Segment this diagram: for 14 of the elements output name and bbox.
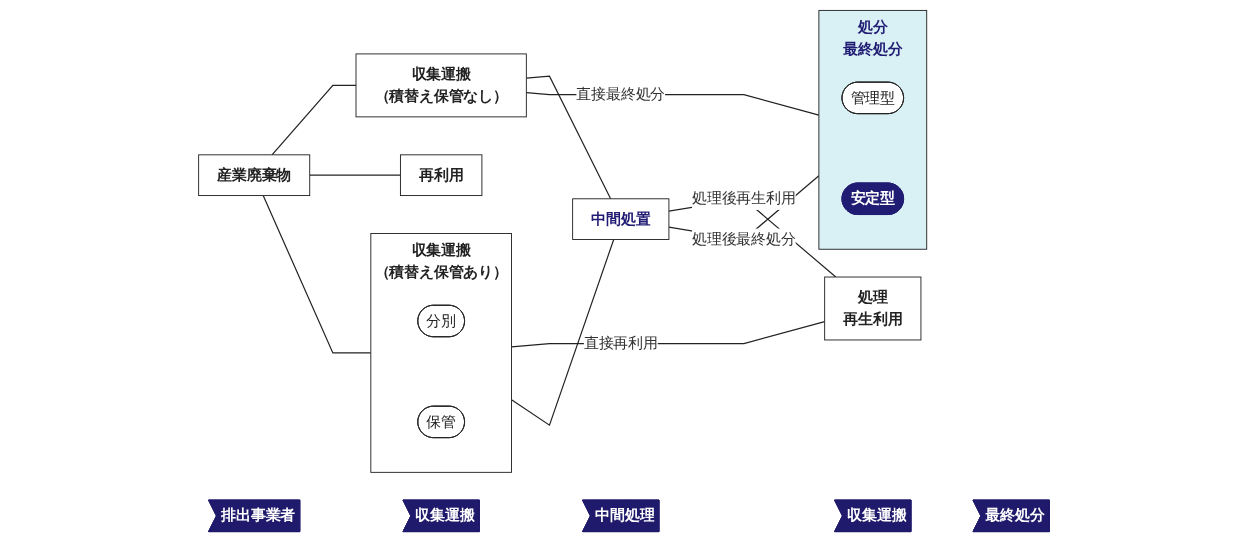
connector xyxy=(262,194,372,354)
node-box: 再利用 xyxy=(399,154,483,196)
edge-label: 処理後再生利用 xyxy=(692,189,796,208)
connector xyxy=(525,75,612,200)
edge-label: 直接最終処分 xyxy=(576,85,666,103)
connector xyxy=(309,174,402,176)
node-box: 中間処置 xyxy=(572,198,670,240)
connector xyxy=(271,84,357,156)
edge-label: 直接再利用 xyxy=(583,334,658,352)
node-box: 産業廃棄物 xyxy=(198,154,311,196)
node-box: 処理 再生利用 xyxy=(824,276,922,341)
edge-label: 処理後最終処分 xyxy=(692,230,796,248)
connector xyxy=(510,238,615,427)
node-box: 収集運搬 （積替え保管なし） xyxy=(355,53,527,118)
